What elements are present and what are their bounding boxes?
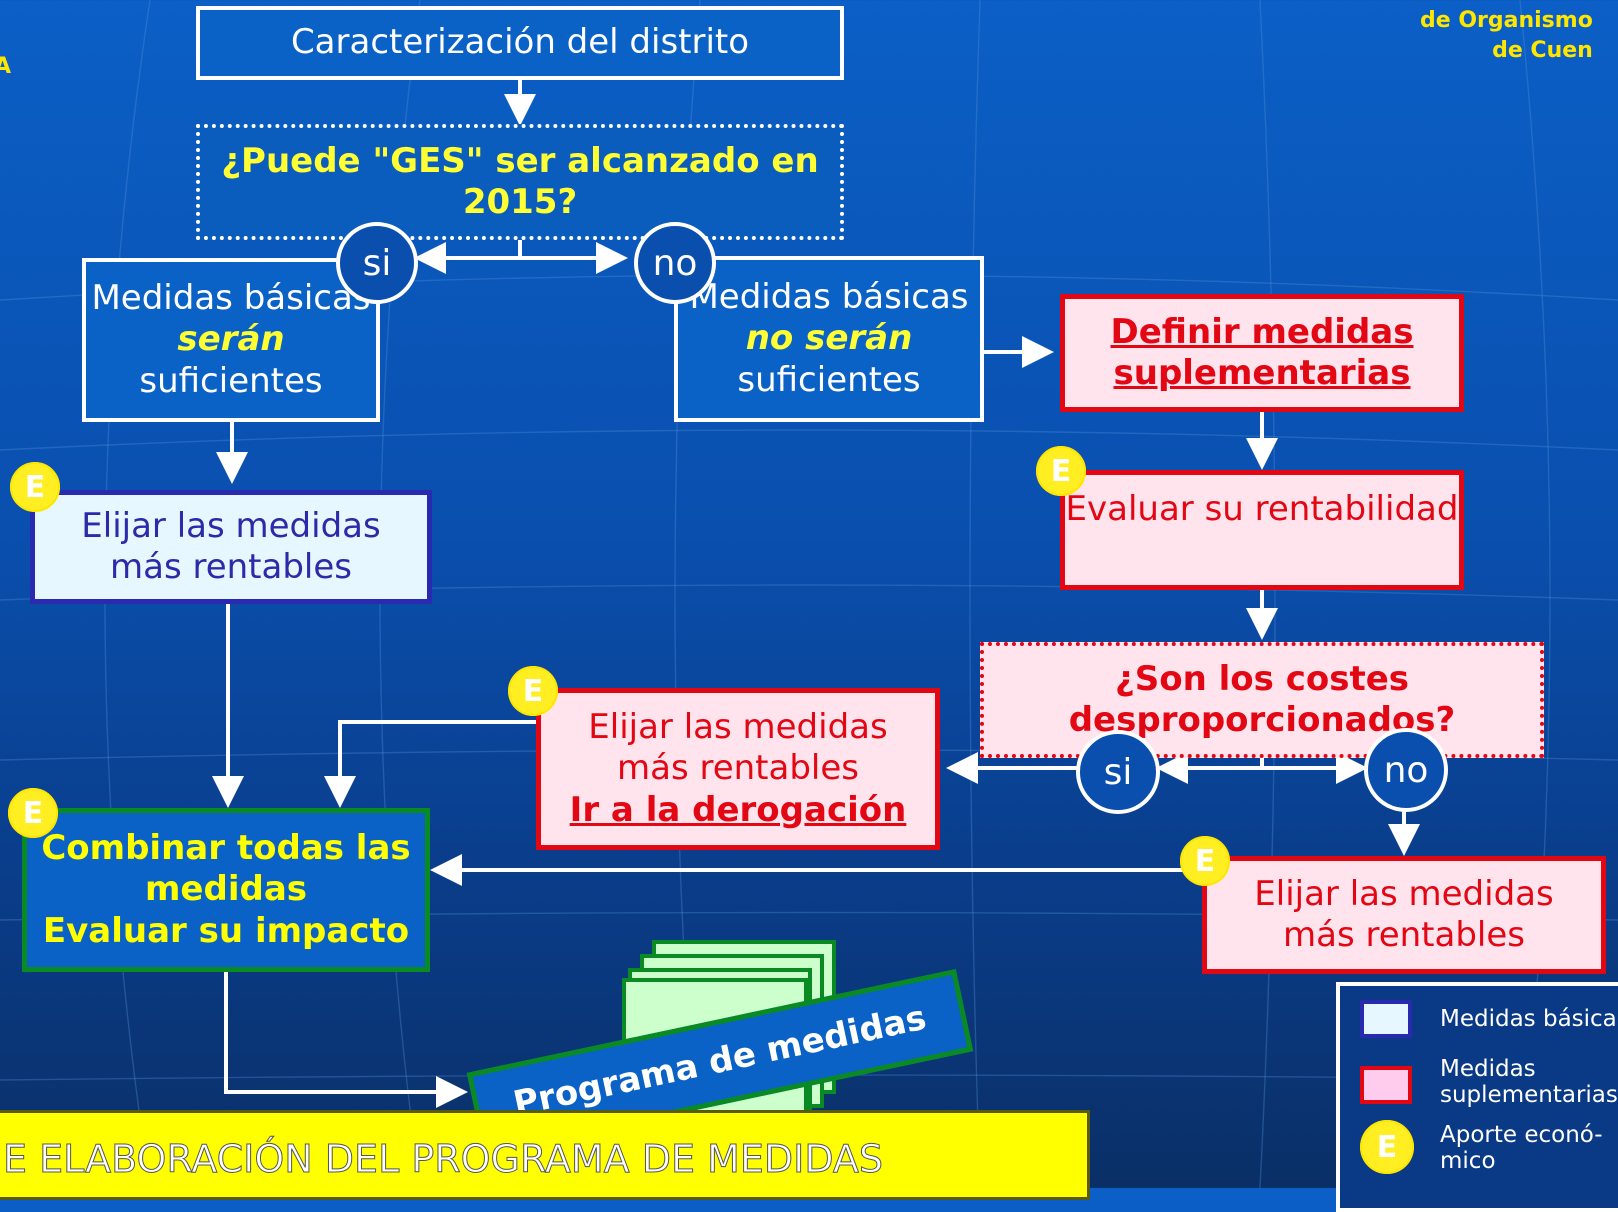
legend-basic-swatch xyxy=(1360,1000,1412,1038)
caracterizacion-label: Caracterización del distrito xyxy=(290,22,750,63)
legend-economic-badge: E xyxy=(1360,1120,1414,1174)
basic-insufficient-line3: suficientes xyxy=(737,359,921,400)
header-corner-line2: de Cuen xyxy=(1492,38,1593,63)
footer-title: E ELABORACIÓN DEL PROGRAMA DE MEDIDAS xyxy=(2,1137,884,1182)
economic-badge-choose-right: E xyxy=(1180,836,1230,886)
legend-basic-label: Medidas básicas xyxy=(1440,1006,1618,1032)
basic-insufficient-line1: Medidas básicas xyxy=(689,276,969,317)
combine-box: Combinar todas las medidas Evaluar su im… xyxy=(22,808,430,972)
decision-no-top: no xyxy=(634,222,716,304)
choose-right-label: Elijar las medidas más rentables xyxy=(1254,873,1554,955)
header-corner-text: de Organismo de Cuen xyxy=(1420,6,1593,66)
basic-sufficient-line3: suficientes xyxy=(139,360,323,401)
legend: Medidas básicas Medidas suplementarias E… xyxy=(1336,982,1618,1212)
economic-badge-evaluate: E xyxy=(1036,446,1086,496)
evaluate-cost-box: Evaluar su rentabilidad xyxy=(1060,470,1464,590)
basic-insufficient-box: Medidas básicas no serán suficientes xyxy=(674,256,984,422)
arrow-middle-to-combine xyxy=(324,720,536,808)
basic-sufficient-line1: Medidas básicas xyxy=(91,277,371,318)
footer-title-bar: E ELABORACIÓN DEL PROGRAMA DE MEDIDAS xyxy=(0,1110,1090,1200)
legend-supplementary-swatch xyxy=(1360,1066,1412,1104)
choose-middle-line1: Elijar las medidas más rentables xyxy=(588,706,888,789)
decision-si-top: si xyxy=(336,222,418,304)
economic-badge-choose-left: E xyxy=(10,462,60,512)
decision-no-bottom: no xyxy=(1364,728,1448,812)
combine-line2: Evaluar su impacto xyxy=(42,910,410,951)
choose-middle-box: Elijar las medidas más rentables Ir a la… xyxy=(536,688,940,850)
left-edge-glyph: A xyxy=(0,54,12,79)
ges-question-label: ¿Puede "GES" ser alcanzado en 2015? xyxy=(221,140,819,222)
ges-question-box: ¿Puede "GES" ser alcanzado en 2015? xyxy=(196,124,844,240)
basic-insufficient-line2: no serán xyxy=(745,318,913,359)
choose-middle-line2: Ir a la derogación xyxy=(569,789,907,830)
combine-line1: Combinar todas las medidas xyxy=(41,827,411,910)
legend-economic-label: Aporte econó- mico xyxy=(1440,1122,1618,1174)
legend-supplementary-label: Medidas suplementarias xyxy=(1440,1056,1618,1108)
economic-badge-combine: E xyxy=(8,788,58,838)
economic-badge-choose-middle: E xyxy=(508,666,558,716)
decision-si-bottom: si xyxy=(1076,730,1160,814)
basic-sufficient-box: Medidas básicas serán suficientes xyxy=(82,258,380,422)
header-corner-line1: de Organismo xyxy=(1420,8,1593,33)
evaluate-cost-label: Evaluar su rentabilidad xyxy=(1065,489,1459,529)
basic-sufficient-line2: serán xyxy=(177,319,285,360)
define-supplementary-box: Definir medidas suplementarias xyxy=(1060,294,1464,412)
choose-right-box: Elijar las medidas más rentables xyxy=(1202,856,1606,974)
caracterizacion-box: Caracterización del distrito xyxy=(196,6,844,80)
arrow-combine-to-programa xyxy=(224,944,468,1108)
cost-question-box: ¿Son los costes desproporcionados? xyxy=(980,642,1544,758)
choose-left-label: Elijar las medidas más rentables xyxy=(81,505,381,587)
define-supplementary-label: Definir medidas suplementarias xyxy=(1110,311,1414,393)
legend-economic-text: Aporte econó- mico xyxy=(1440,1122,1603,1174)
choose-left-box: Elijar las medidas más rentables xyxy=(30,490,432,604)
